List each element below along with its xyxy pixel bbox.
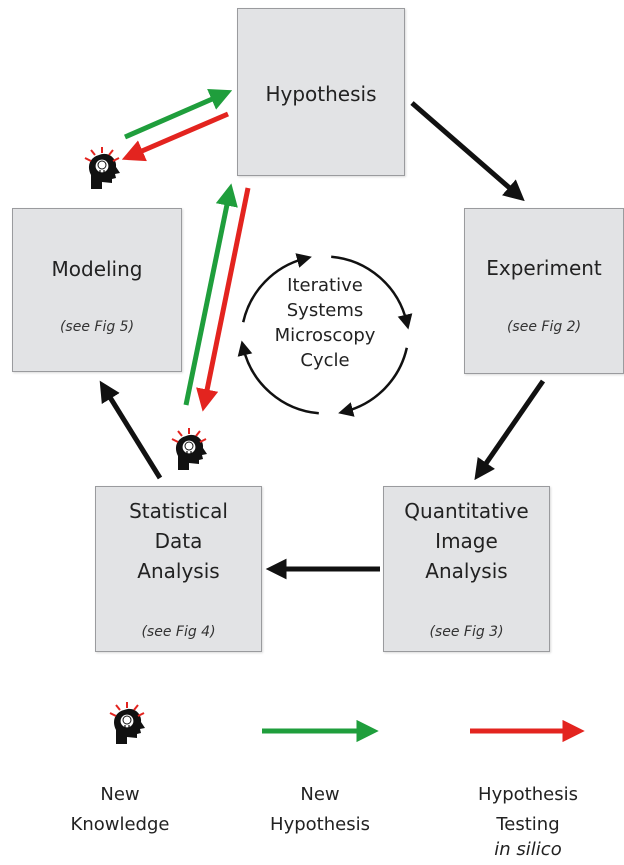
legend-hypothesis-testing-label: Hypothesis Testing [478,784,578,835]
green-arrow-up-to-hypothesis [183,183,238,406]
arrow-statistical-to-modeling [99,380,163,480]
red-arrow-from-hypothesis [121,111,229,162]
experiment-box: Experiment (see Fig 2) [464,208,624,374]
modeling-title: Modeling [51,257,143,281]
quantitative-analysis-box: Quantitative Image Analysis (see Fig 3) [383,486,550,652]
legend-new-hypothesis-label: New Hypothesis [270,784,370,835]
modeling-box: Modeling (see Fig 5) [12,208,182,372]
modeling-ref: (see Fig 5) [59,319,135,335]
quantitative-analysis-ref: (see Fig 3) [429,624,504,640]
arrow-hypothesis-to-experiment [410,101,525,202]
arrow-experiment-to-quantitative [474,379,546,481]
quantitative-analysis-title: Quantitative Image Analysis [404,499,529,583]
red-arrow-down-from-hypothesis [196,187,251,412]
cycle-ring [237,253,413,417]
statistical-analysis-ref: (see Fig 4) [141,624,216,640]
statistical-analysis-title: Statistical Data Analysis [129,499,228,583]
cycle-label: Iterative Systems Microscopy Cycle [274,275,376,371]
hypothesis-title: Hypothesis [265,82,377,106]
experiment-title: Experiment [486,256,602,280]
green-arrow-to-hypothesis [124,88,233,140]
hypothesis-box: Hypothesis [237,8,405,176]
head-with-lightbulb-icon [84,146,121,190]
legend-in-silico-label: in silico [494,839,562,860]
legend-knowledge-icon [109,701,146,745]
experiment-ref: (see Fig 2) [506,319,582,335]
statistical-analysis-box: Statistical Data Analysis (see Fig 4) [95,486,262,652]
head-with-lightbulb-icon [171,427,208,471]
legend-new-knowledge-label: New Knowledge [70,784,170,835]
